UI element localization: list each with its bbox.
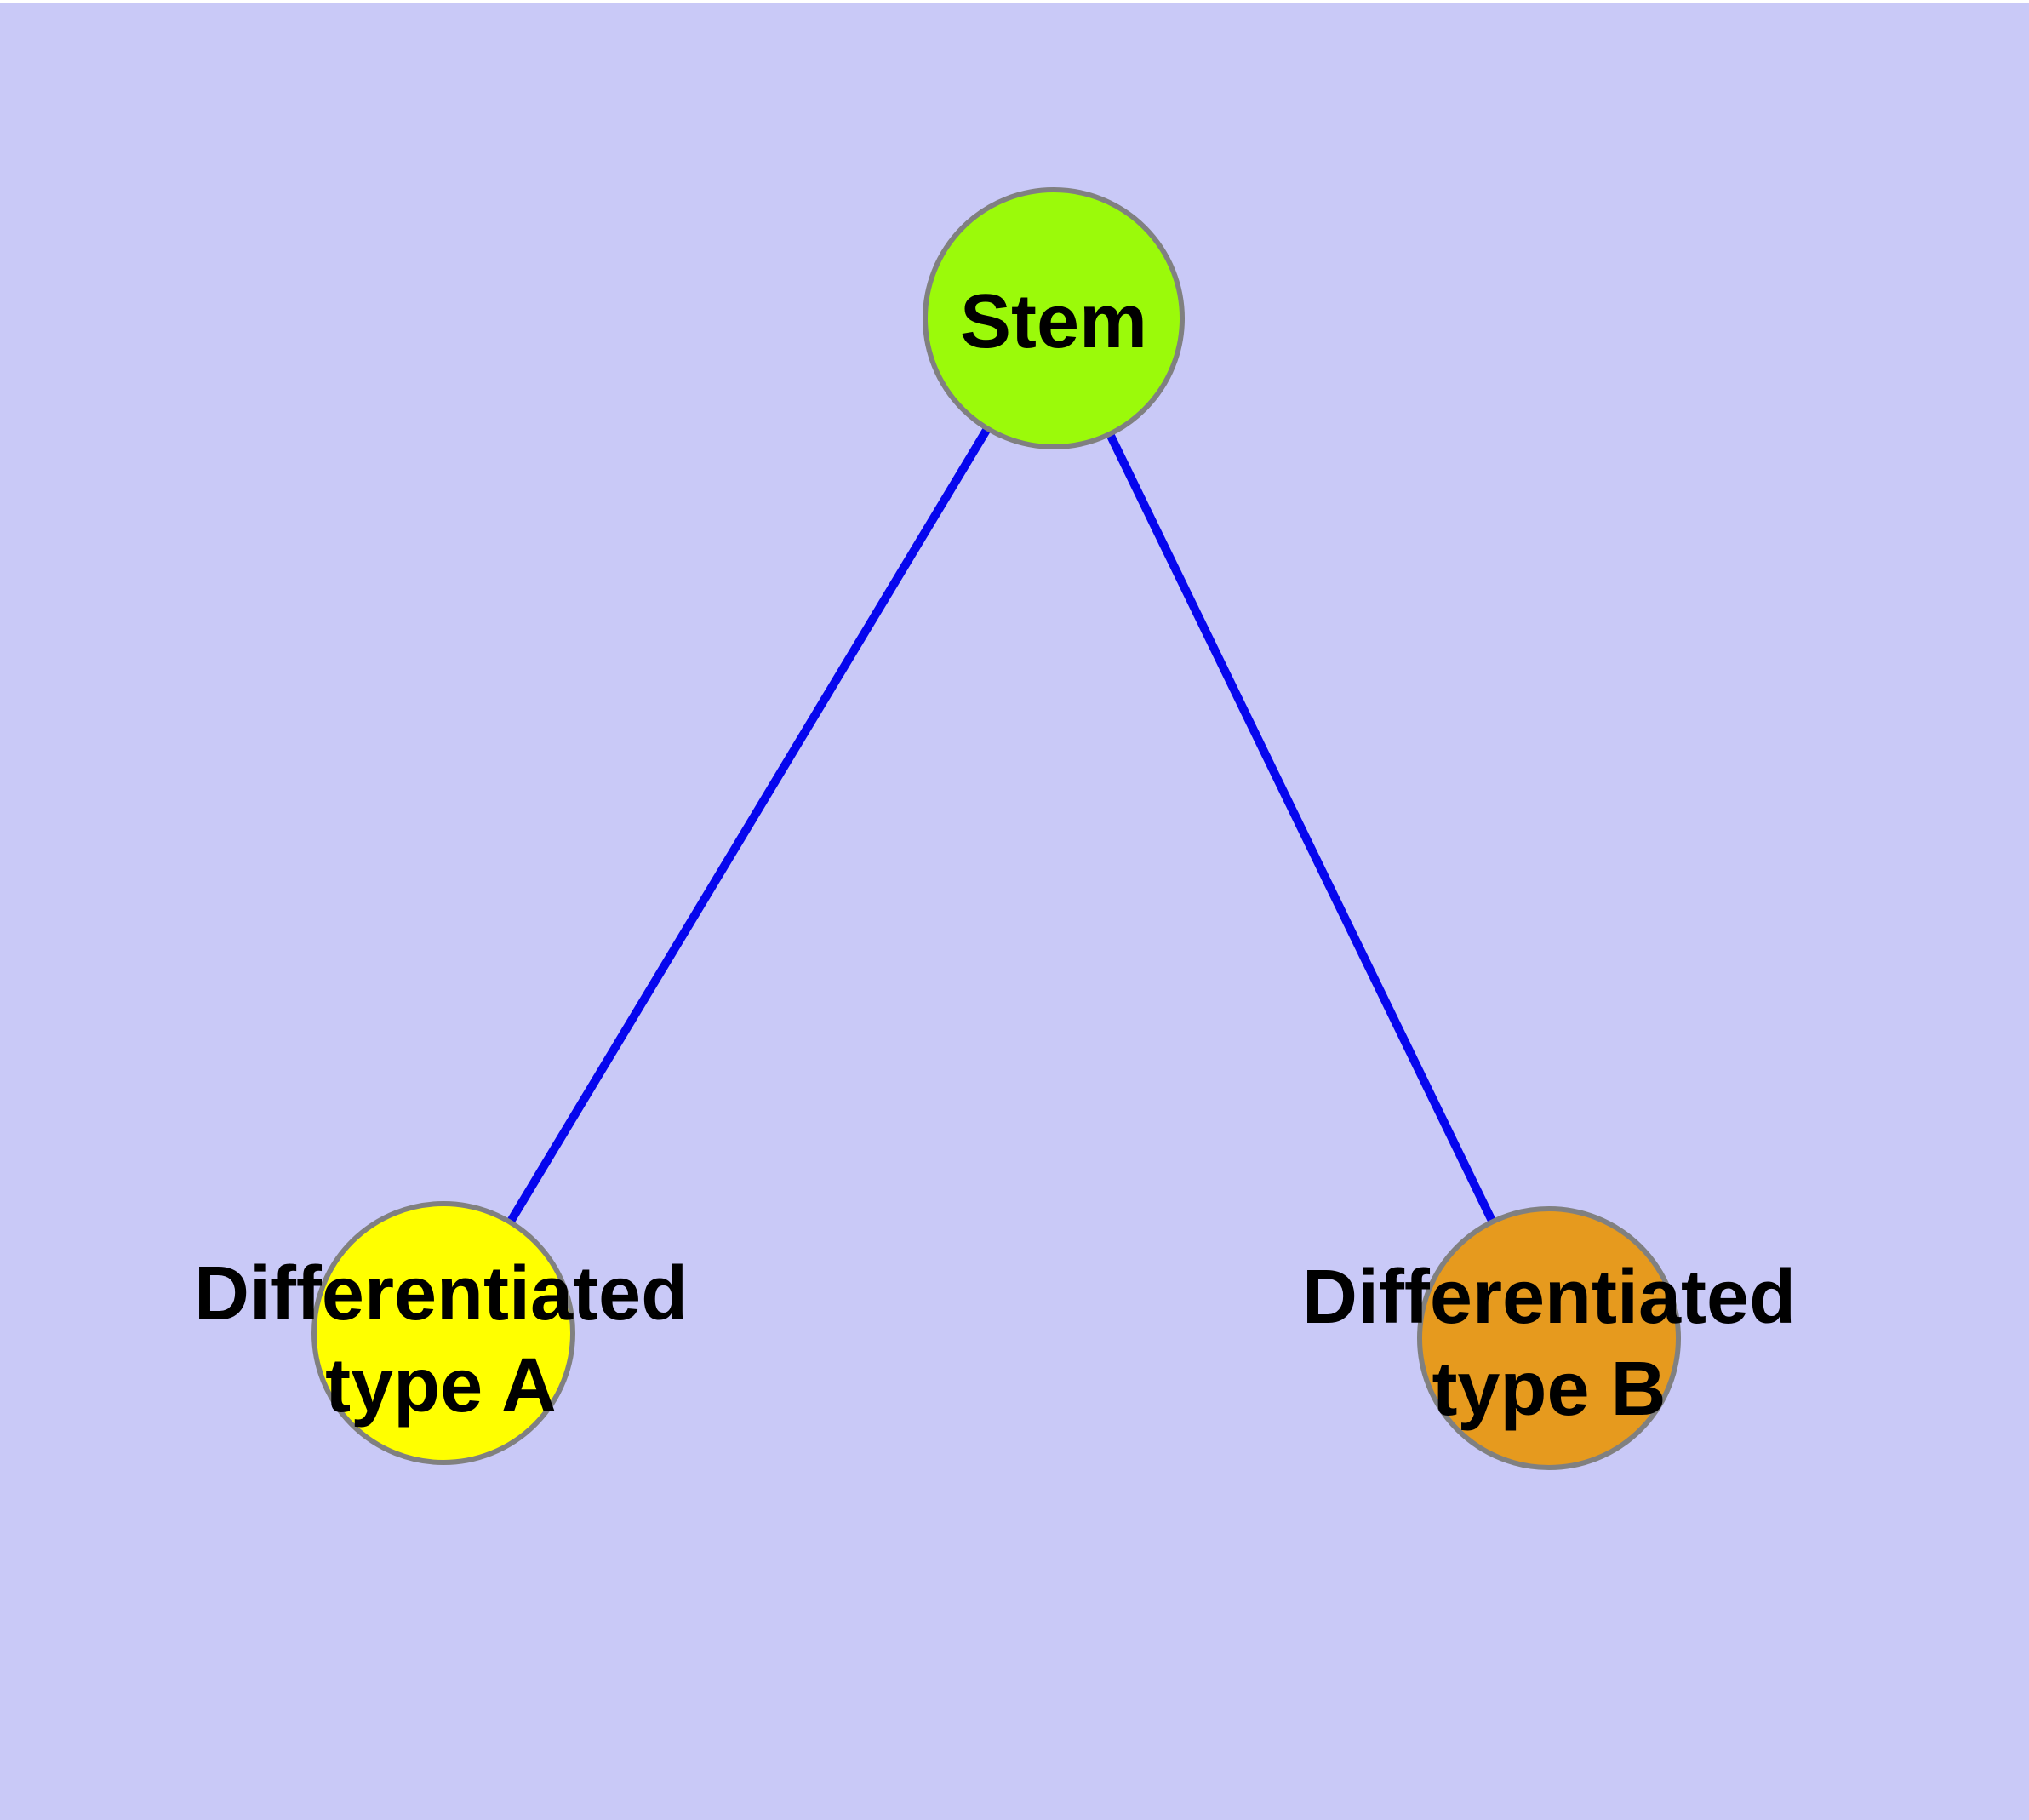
node-type-b-circle (1417, 1206, 1681, 1470)
edge-stem-to-type-b (1049, 314, 1553, 1342)
node-label-differentiated-type-a: Differentiated type A (193, 1251, 689, 1428)
edge-stem-to-type-a (439, 314, 1058, 1337)
node-label-stem: Stem (959, 279, 1148, 364)
node-type-a-circle (311, 1201, 575, 1465)
figure-top-border (0, 0, 2029, 3)
node-label-differentiated-type-b: Differentiated type B (1301, 1255, 1797, 1432)
node-stem-circle (923, 187, 1185, 449)
